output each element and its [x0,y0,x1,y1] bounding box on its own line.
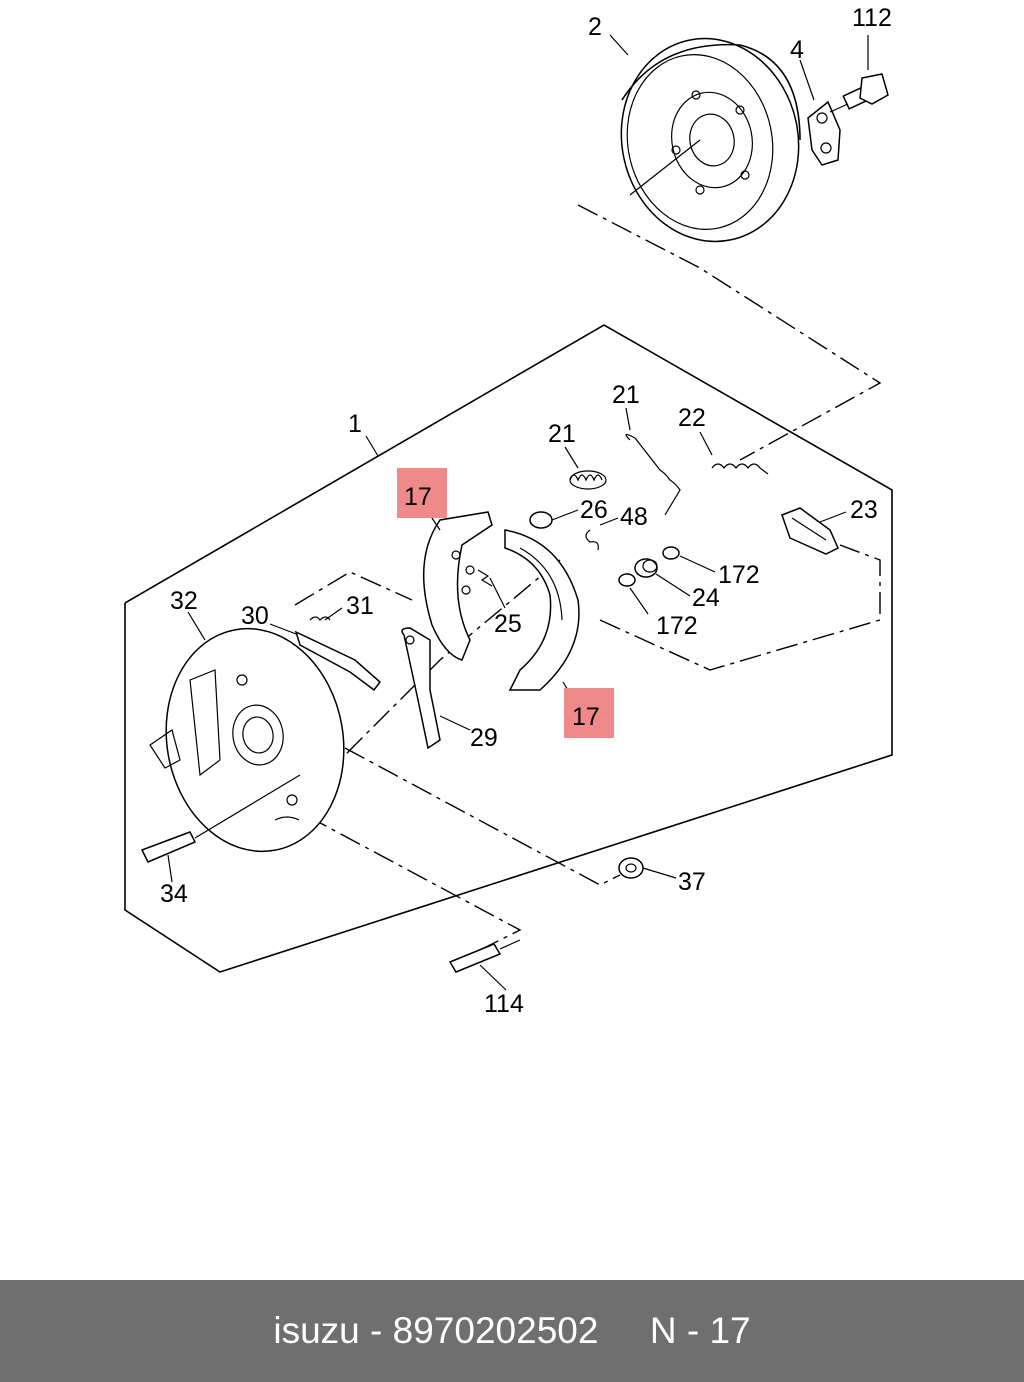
parts-diagram: 1 2 4 112 21 21 22 17 26 48 23 172 24 17… [124,4,893,1018]
footer-section: N - 17 [649,1310,751,1351]
callout-112: 112 [852,4,892,32]
callout-21-right: 21 [612,381,640,409]
callout-23: 23 [850,496,878,524]
cylinder-guide-line [599,544,881,671]
return-spring-left [569,470,607,490]
footer-gap [598,1310,649,1352]
hex-nut [618,857,644,879]
footer-part-number: 8970202502 [392,1310,599,1351]
retaining-clip [585,529,599,551]
brake-drum [620,37,801,243]
drum-guide-line [577,204,882,461]
lever-guide-line [294,571,413,606]
callout-2: 2 [588,13,602,41]
bracket-part [807,100,841,166]
callout-4: 4 [790,36,804,64]
assembly-frame [124,324,893,973]
callout-labels: 1 2 4 112 21 21 22 17 26 48 23 172 24 17… [160,4,892,1018]
callout-114: 114 [484,990,524,1018]
brake-shoe-front [422,511,493,661]
nut-guide-line [344,747,621,886]
bolt-part [829,73,889,113]
callout-30: 30 [241,602,269,630]
mounting-bolt [140,774,301,863]
callout-48: 48 [620,503,648,531]
washer-lower [618,573,636,587]
callout-24: 24 [692,584,720,612]
callout-25: 25 [494,610,522,638]
stud-guide-line [239,779,522,951]
callout-172-lower: 172 [656,612,698,640]
callout-22: 22 [678,404,706,432]
callout-29: 29 [470,724,498,752]
callout-17-lower: 17 [572,703,600,731]
callout-26: 26 [580,496,608,524]
brake-shoe-rear [504,529,580,691]
wheel-cylinder [781,507,839,555]
callout-21-left: 21 [548,420,576,448]
footer-bar: isuzu - 8970202502 N - 17 [0,1280,1024,1382]
shoe-hold-spring [477,569,493,587]
leader-lines [167,34,869,991]
shoe-guide-line [339,559,561,761]
exploded-view-drawing: 1 2 4 112 21 21 22 17 26 48 23 172 24 17… [124,4,893,1018]
highlight-box-17-lower [564,688,614,738]
callout-31: 31 [346,592,374,620]
callout-1: 1 [348,410,362,438]
callout-32: 32 [170,587,198,615]
wheel-stud [448,939,521,973]
parking-lever [401,627,441,750]
cup-spring [634,558,658,578]
callout-17-upper: 17 [404,483,432,511]
callout-172-upper: 172 [718,561,760,589]
pin-washer [529,511,553,529]
highlight-box-17-upper [397,468,447,518]
callout-37: 37 [678,868,706,896]
adjuster-spring [711,463,769,475]
return-spring-right [625,433,681,516]
washer-upper [662,546,680,560]
callout-34: 34 [160,880,188,908]
footer-brand: isuzu [273,1310,360,1351]
footer-separator: - [359,1310,393,1351]
backing-plate [149,627,345,853]
